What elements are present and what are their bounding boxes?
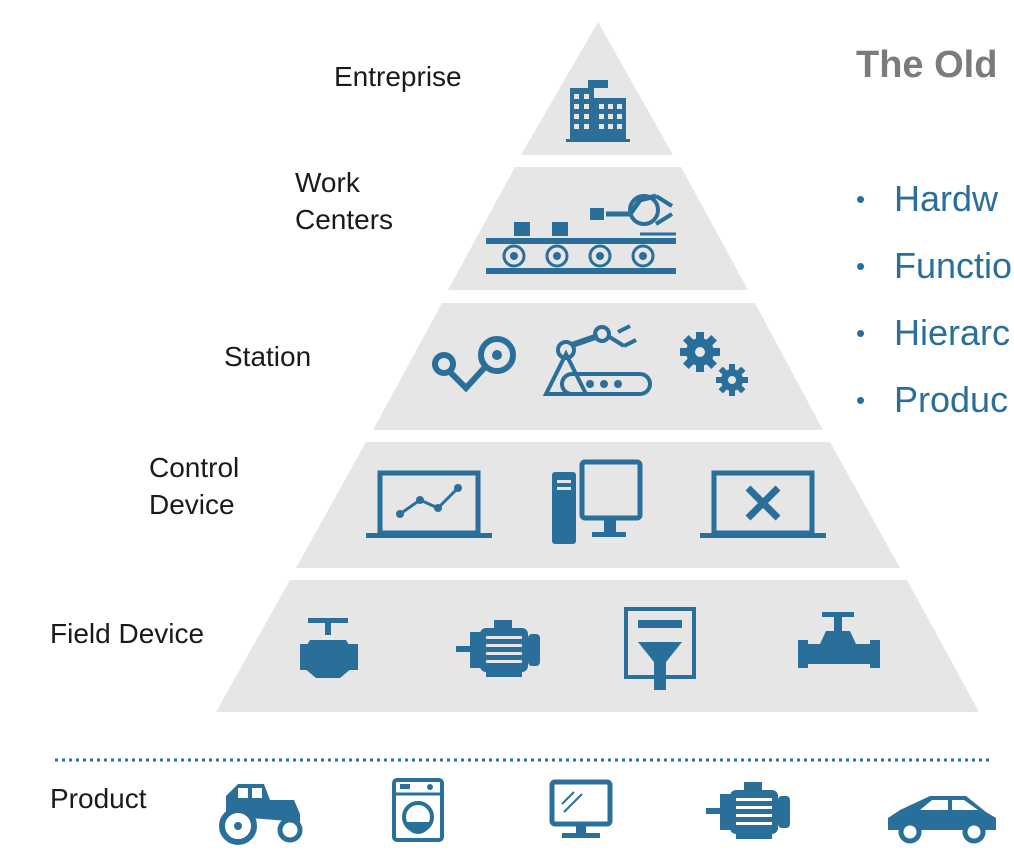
product-label: Product	[50, 783, 147, 814]
bullet-text: Functio	[894, 245, 1013, 286]
slide-title: The Old	[856, 44, 998, 86]
bullet-text: Hierarc	[894, 312, 1011, 353]
gears-icon	[680, 332, 748, 396]
pipe-valve-icon	[798, 612, 880, 668]
level-label-control-device: Control Device	[149, 452, 240, 520]
bullet-dot: •	[856, 251, 866, 281]
bullet-text: Produc	[894, 379, 1009, 420]
car-icon	[888, 796, 996, 844]
bullet-item: • Functio	[856, 243, 1012, 310]
pyramid-band-station	[373, 303, 823, 430]
bullet-dot: •	[856, 318, 866, 348]
robot-arm-conveyor-icon	[542, 324, 652, 396]
bullet-text: Hardw	[894, 178, 999, 219]
pyramid-band-entreprise	[521, 22, 673, 155]
level-label-work-centers: Work Centers	[295, 167, 394, 235]
filter-panel-icon	[624, 607, 696, 690]
level-label-entreprise: Entreprise	[334, 61, 462, 92]
washing-machine-icon	[392, 778, 444, 842]
laptop-tools-icon	[700, 470, 826, 538]
valve-icon	[300, 618, 358, 678]
electric-motor-icon	[706, 782, 790, 839]
electric-motor-icon	[456, 620, 540, 677]
level-label-station: Station	[224, 341, 312, 372]
office-building-icon	[566, 80, 630, 142]
bullet-dot: •	[856, 184, 866, 214]
conveyor-robot-arm-icon	[486, 193, 676, 274]
monitor-icon	[549, 779, 613, 838]
bullet-dot: •	[856, 385, 866, 415]
level-label-field-device: Field Device	[50, 618, 205, 649]
bullet-item: • Hierarc	[856, 310, 1012, 377]
bullet-item: • Produc	[856, 377, 1012, 444]
bullet-item: • Hardw	[856, 176, 1012, 243]
tractor-icon	[219, 784, 303, 845]
pyramid-band-field-device	[216, 580, 979, 712]
robot-arm-link-icon	[432, 336, 516, 393]
desktop-computer-icon	[552, 459, 643, 544]
laptop-chart-icon	[366, 470, 492, 538]
bullet-list: • Hardw • Functio • Hierarc • Produc	[856, 176, 1012, 444]
